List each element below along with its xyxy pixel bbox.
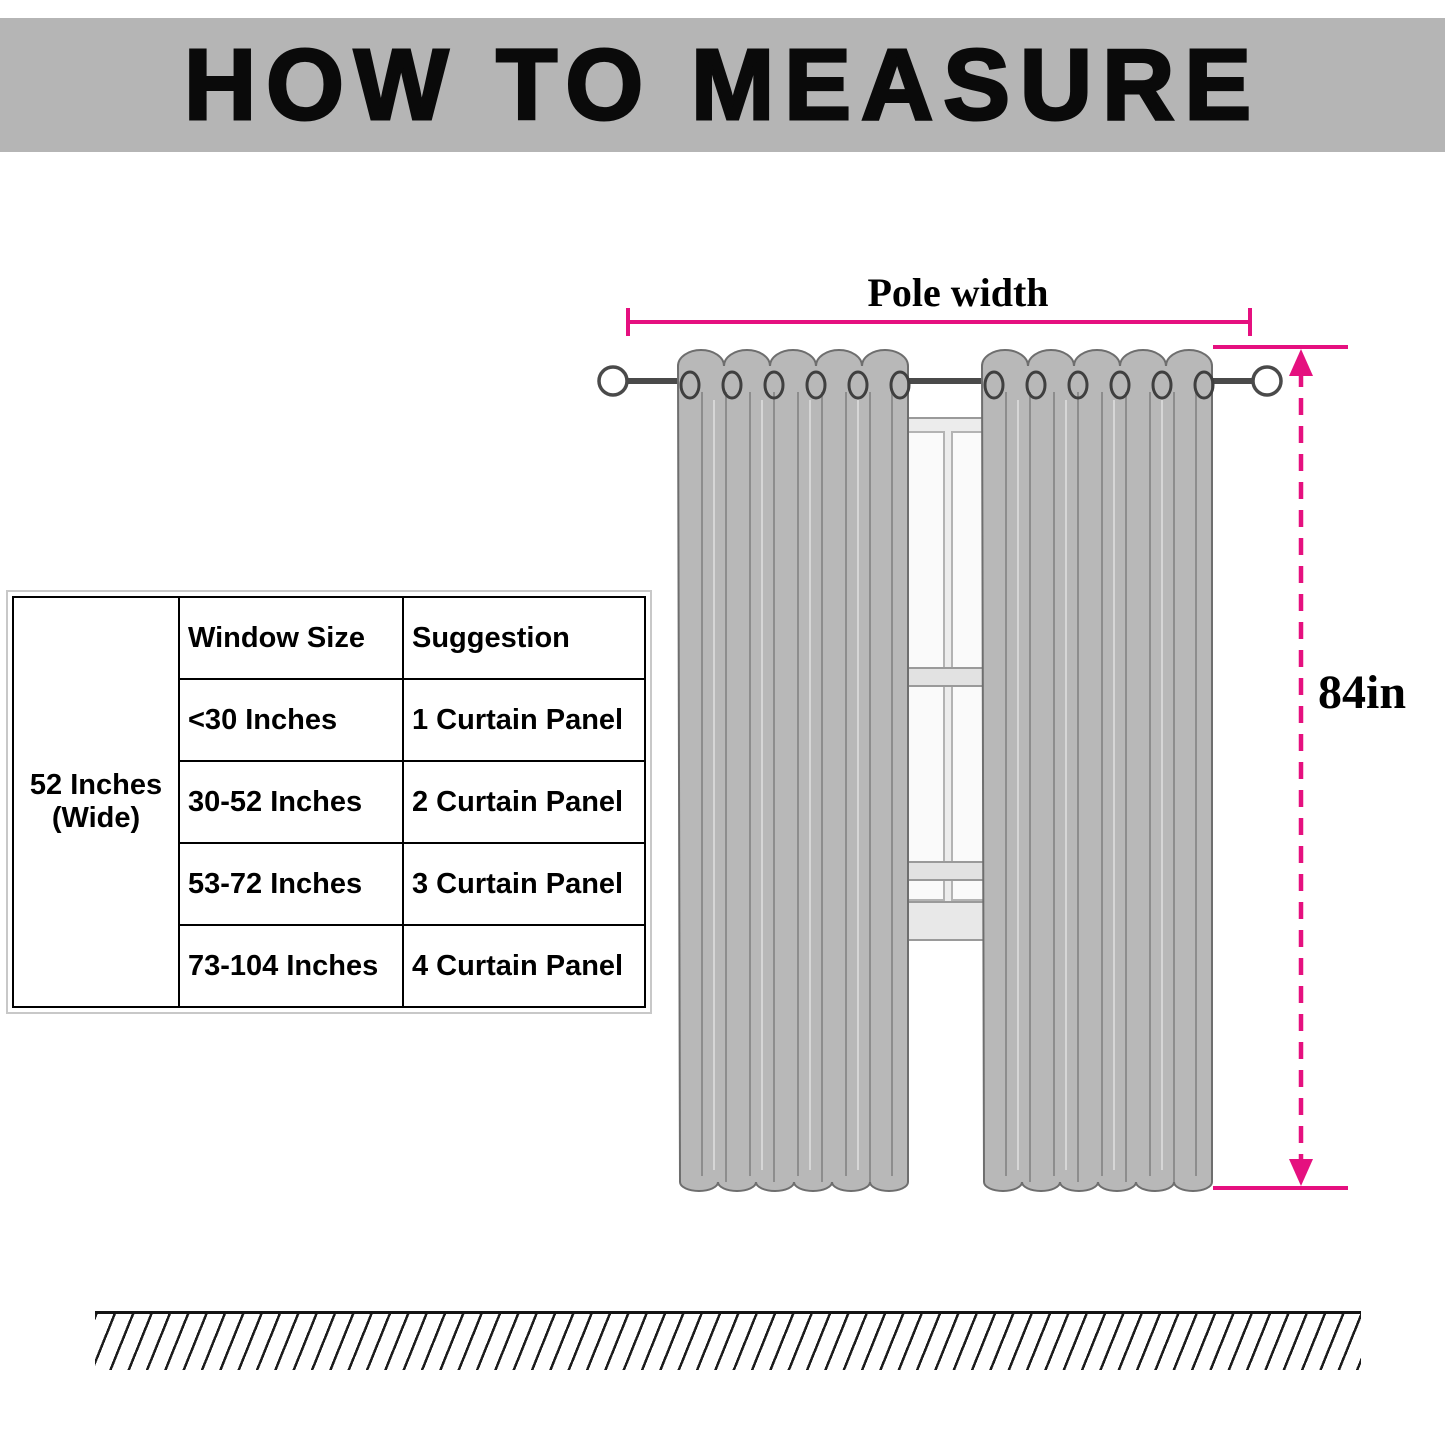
rod-finial-left <box>597 365 629 397</box>
suggestion-cell: 4 Curtain Panel <box>402 924 646 1008</box>
pole-width-label: Pole width <box>867 270 1048 315</box>
table-row: 73-104 Inches 4 Curtain Panel <box>13 924 646 1008</box>
pole-width-measure <box>626 308 1252 336</box>
suggestion-cell: 1 Curtain Panel <box>402 678 646 762</box>
rod-finial-right <box>1251 365 1283 397</box>
arrow-up <box>1289 349 1313 376</box>
window-size-cell: 73-104 Inches <box>178 924 404 1008</box>
header-banner: HOW TO MEASURE <box>0 18 1445 152</box>
window-size-cell: 53-72 Inches <box>178 842 404 926</box>
table-row: 53-72 Inches 3 Curtain Panel <box>13 842 646 926</box>
table-row: <30 Inches 1 Curtain Panel <box>13 678 646 762</box>
table-wide-label: 52 Inches (Wide) <box>12 596 180 1008</box>
curtain-rings <box>679 370 1215 400</box>
height-measure <box>1213 345 1348 1190</box>
floor-hatching <box>95 1311 1361 1370</box>
left-curtain-folds <box>701 392 893 1182</box>
left-curtain-panel <box>676 349 909 1192</box>
suggestion-cell: 3 Curtain Panel <box>402 842 646 926</box>
arrow-down <box>1289 1159 1313 1186</box>
table-col-suggestion: Suggestion <box>402 596 646 680</box>
right-curtain-panel <box>980 349 1213 1192</box>
table-col-window-size: Window Size <box>178 596 404 680</box>
height-label: 84in <box>1318 666 1406 719</box>
size-suggestion-table: 52 Inches (Wide) Window Size Suggestion … <box>6 590 652 1014</box>
left-curtain-highlights <box>713 400 859 1170</box>
table-header-row: 52 Inches (Wide) Window Size Suggestion <box>12 596 646 1008</box>
right-curtain-highlights <box>1017 400 1163 1170</box>
window-size-cell: 30-52 Inches <box>178 760 404 844</box>
right-curtain-folds <box>1005 392 1197 1182</box>
suggestion-cell: 2 Curtain Panel <box>402 760 646 844</box>
page-title: HOW TO MEASURE <box>182 27 1262 142</box>
table-row: 30-52 Inches 2 Curtain Panel <box>13 760 646 844</box>
window-size-cell: <30 Inches <box>178 678 404 762</box>
